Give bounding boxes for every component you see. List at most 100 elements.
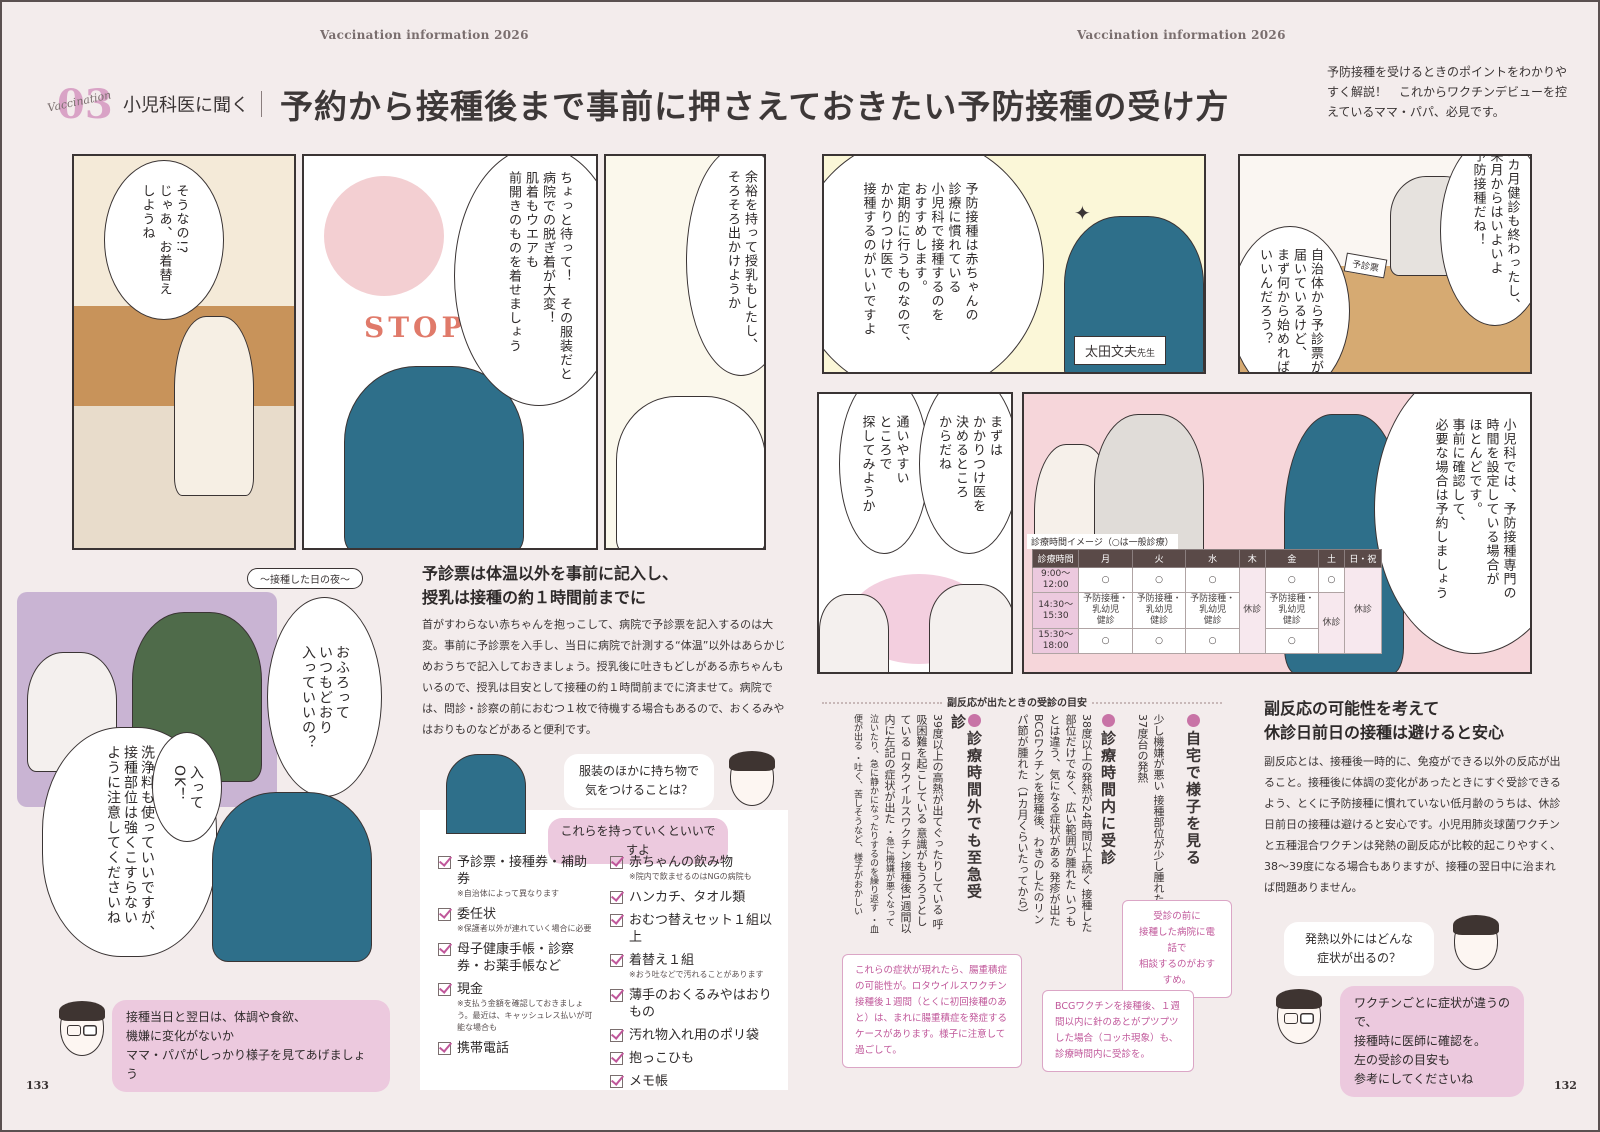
checkbox-icon	[438, 983, 451, 996]
speech-bubble: まずは かかりつけ医を 決めるところ からだね	[919, 394, 1011, 554]
comic-panel-r4: 小児科では、予防接種専門の 時間を設定している場合が ほとんどです。 事前に確認…	[1022, 392, 1532, 674]
mother-face-icon	[1453, 915, 1499, 970]
checkbox-icon	[438, 1042, 451, 1055]
checklist-item[interactable]: 委任状※保護者以外が連れていく場合に必要	[438, 906, 598, 935]
comic-panel-r3: 通いやすい ところで 探してみようか まずは かかりつけ医を 決めるところ から…	[817, 392, 1013, 674]
checklist-item[interactable]: 現金※支払う金額を確認しておきましょう。最近は、キャッシュレス払いが可能な場合も	[438, 981, 598, 1034]
checkbox-icon	[438, 943, 451, 956]
page-number-left: 133	[26, 1079, 49, 1092]
aftercare-bubble: 接種当日と翌日は、体調や食欲、 機嫌に変化がないか ママ・パパがしっかり様子を見…	[112, 1000, 390, 1092]
checklist-left: 予診票・接種券・補助券※自治体によって異なります 委任状※保護者以外が連れていく…	[438, 854, 598, 1063]
reaction-guide-title: 副反応が出たときの受診の目安	[947, 698, 1087, 709]
checklist-item[interactable]: 赤ちゃんの飲み物※院内で飲ませるのはNGの病院も	[610, 854, 780, 883]
checkbox-icon	[610, 1029, 623, 1042]
speech-bubble: 予防接種は赤ちゃんの 診療に慣れている 小児科で接種するのを おすすめします。 …	[824, 156, 1044, 372]
guide-col-urgent: 診療時間外でも至急受診	[949, 714, 983, 901]
speech-bubble: 自治体から予診票が 届いているけど、 まず何から始めれば いいんだろう？	[1240, 226, 1350, 372]
bullet-dot-icon	[1186, 714, 1200, 727]
question-bubble-right: 発熱以外にはどんな 症状が出るの？	[1284, 922, 1434, 976]
section-reaction: 副反応の可能性を考えて 休診日前日の接種は避けると安心 副反応とは、接種後一時的…	[1264, 697, 1564, 898]
section-prep: 予診票は体温以外を事前に記入し、 授乳は接種の約１時間前までに 首がすわらない赤…	[422, 562, 792, 740]
checklist-item[interactable]: 着替え１組※おう吐などで汚れることがあります	[610, 952, 780, 981]
checkbox-icon	[610, 954, 623, 967]
checklist-item[interactable]: メモ帳	[610, 1073, 780, 1090]
reaction-heading-2: 休診日前日の接種は避けると安心	[1264, 723, 1505, 742]
schedule-caption: 診療時間イメージ（○は一般診療）	[1027, 534, 1178, 549]
speech-bubble-bath: おふろって いつもどおり 入っていいの？	[267, 597, 382, 797]
guide-col-urgent-items: 39度以上の高熱が出てぐったりしている 呼吸困難を起こしている 意識がもうろうと…	[852, 714, 944, 934]
checklist-card: これらを持っていくといいですよ 予診票・接種券・補助券※自治体によって異なります…	[420, 754, 788, 1090]
checkbox-icon	[438, 908, 451, 921]
prep-heading-1: 予診票は体温以外を事前に記入し、	[422, 564, 679, 583]
doctor-face-icon	[59, 1001, 105, 1056]
doctor-figure-small	[446, 754, 526, 834]
comic-panel-3: 余裕を持って授乳もしたし、 そろそろ出かけようか	[604, 154, 766, 550]
guide-col-hours: 診療時間内に受診	[1099, 714, 1117, 914]
checklist-item[interactable]: ハンカチ、タオル類	[610, 889, 780, 906]
prep-body: 首がすわらない赤ちゃんを抱っこして、病院で予診票を記入するのは大変。事前に予診票…	[422, 618, 786, 736]
page-title: 予約から接種後まで事前に押さえておきたい予防接種の受け方	[280, 87, 1230, 126]
checklist-item[interactable]: 汚れ物入れ用のポリ袋	[610, 1027, 780, 1044]
mother-figure	[174, 316, 254, 496]
checklist-right: 赤ちゃんの飲み物※院内で飲ませるのはNGの病院も ハンカチ、タオル類 おむつ替え…	[610, 854, 780, 1096]
answer-bubble-right: ワクチンごとに症状が違うので、 接種時に医師に確認を。 左の受診の目安も 参考に…	[1340, 986, 1524, 1097]
speech-bubble: ちょっと待って！ その服装だと 病院での脱ぎ着が大変！ 肌着もウエアも 前開きの…	[454, 156, 596, 406]
lead-text: 予防接種を受けるときのポイントをわかりやすく解説！ これからワクチンデビューを控…	[1327, 65, 1568, 119]
guide-col-home: 自宅で様子を見る	[1184, 714, 1202, 914]
reaction-body: 副反応とは、接種後一時的に、免疫ができる以外の反応が出ること。接種後に体調の変化…	[1264, 755, 1561, 894]
night-caption: ～接種した日の夜～	[247, 568, 363, 589]
speech-bubble-ok: 入って OK！	[152, 732, 222, 842]
doctor-ok-figure	[212, 792, 372, 962]
section-number: 03 Vaccination	[46, 80, 113, 128]
speech-bubble: 1カ月健診も終わったし、 来月からはいよいよ 予防接種だね！	[1440, 156, 1530, 326]
running-head-left: Vaccination information 2026	[320, 28, 529, 42]
table-row: 15:30～ 18:00 ○ ○ ○ ○	[1031, 628, 1382, 654]
doctor-figure	[344, 366, 524, 548]
checkbox-icon	[610, 1052, 623, 1065]
mother-baby-figure	[616, 396, 764, 548]
mother-face-icon	[729, 751, 775, 806]
checklist-item[interactable]: 携帯電話	[438, 1040, 598, 1057]
comic-panel-r1: 予防接種は赤ちゃんの 診療に慣れている 小児科で接種するのを おすすめします。 …	[822, 154, 1206, 374]
bullet-dot-icon	[967, 714, 981, 727]
checklist-item[interactable]: おむつ替えセット１組以上	[610, 912, 780, 946]
checkbox-icon	[438, 856, 451, 869]
note-call-first: 受診の前に 接種した病院に電話で 相談するのがおすすめ。	[1122, 900, 1232, 998]
checkbox-icon	[610, 914, 623, 927]
checklist-item[interactable]: 薄手のおくるみやはおりもの	[610, 987, 780, 1021]
comic-panel-2: STOP! ちょっと待って！ その服装だと 病院での脱ぎ着が大変！ 肌着もウエア…	[302, 154, 598, 550]
checklist-item[interactable]: 予診票・接種券・補助券※自治体によって異なります	[438, 854, 598, 900]
guide-col-home-items: 少し機嫌が悪い 接種部位が少し腫れた 37度台の発熱	[1136, 714, 1165, 905]
comic-panel-r2: 予診票 1カ月健診も終わったし、 来月からはいよいよ 予防接種だね！ 自治体から…	[1238, 154, 1532, 374]
note-bcg: BCGワクチンを接種後、１週間以内に針のあとがプツプツした場合（コッホ現象）も、…	[1042, 990, 1194, 1072]
note-rotavirus: これらの症状が現れたら、腸重積症の可能性が。ロタウイルスワクチン接種後１週間（と…	[842, 954, 1022, 1068]
question-bubble: 服装のほかに持ち物で 気をつけることは？	[564, 754, 714, 808]
prep-heading-2: 授乳は接種の約１時間前までに	[422, 588, 647, 607]
title-row: 03 Vaccination 小児科医に聞く 予約から接種後まで事前に押さえてお…	[46, 80, 1230, 128]
bullet-dot-icon	[1101, 714, 1115, 727]
page-number-right: 132	[1554, 1079, 1577, 1092]
checkbox-icon	[610, 1075, 623, 1088]
doctor-nameplate: 太田文夫先生	[1074, 336, 1167, 365]
answer-bubble: これらを持っていくといいですよ	[548, 818, 728, 864]
table-header-row: 診療時間 月 火 水 木 金 土 日・祝	[1031, 549, 1383, 568]
sparkle-icon: ✦	[1074, 201, 1091, 225]
comic-panel-1: そうなの!? じゃあ、お着替え しようね	[72, 154, 296, 550]
speech-bubble: 余裕を持って授乳もしたし、 そろそろ出かけようか	[686, 156, 764, 376]
checklist-item[interactable]: 抱っこひも	[610, 1050, 780, 1067]
father-figure	[929, 584, 1011, 672]
divider	[1092, 702, 1222, 704]
divider	[822, 702, 942, 704]
checklist-item[interactable]: 母子健康手帳・診察券・お薬手帳など	[438, 941, 598, 975]
schedule-table: 診療時間 月 火 水 木 金 土 日・祝 9:00～ 12:00 ○ ○ ○ 休…	[1031, 549, 1383, 654]
doctor-face-icon	[1276, 989, 1322, 1044]
running-head-right: Vaccination information 2026	[1077, 28, 1286, 42]
table-row: 14:30～ 15:30 予防接種・ 乳幼児 健診 予防接種・ 乳幼児 健診 予…	[1031, 592, 1382, 654]
guide-col-hours-items: 38度以上の発熱が24時間以上続く 接種した部位だけでなく、広い範囲が腫れた い…	[1016, 714, 1093, 933]
checkbox-icon	[610, 891, 623, 904]
table-row: 9:00～ 12:00 ○ ○ ○ 休診 ○ ○ 休診	[1031, 567, 1383, 654]
reaction-heading-1: 副反応の可能性を考えて	[1264, 699, 1440, 718]
clothes-circle	[324, 176, 444, 296]
ask-label: 小児科医に聞く	[123, 91, 262, 117]
mother-figure	[819, 594, 889, 672]
